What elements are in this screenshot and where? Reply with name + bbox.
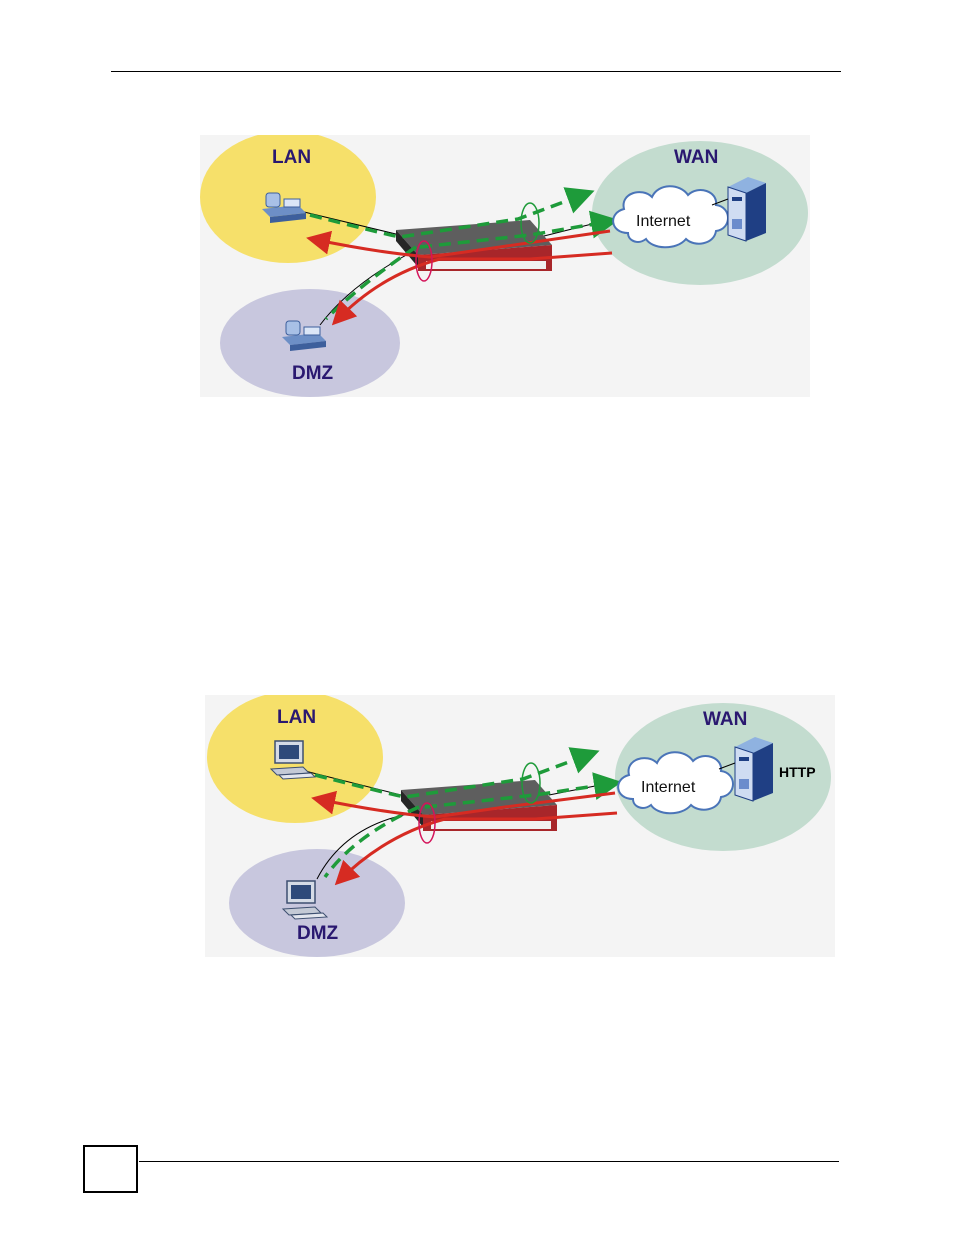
figure-http-network-diagram: LAN WAN DMZ HTTP [205,695,835,957]
http-label: HTTP [779,764,816,780]
wan-label: WAN [674,147,718,168]
wan-server-icon [735,737,773,801]
dmz-label: DMZ [292,363,334,384]
header-rule [111,71,841,72]
internet-label: Internet [636,213,691,230]
lan-label: LAN [272,147,311,168]
dmz-label: DMZ [297,923,339,944]
internet-label: Internet [641,779,696,796]
page-number-box [83,1145,138,1193]
wan-server-icon [728,177,766,241]
wan-label: WAN [703,709,747,730]
lan-label: LAN [277,707,316,728]
figure-voip-network-diagram: LAN WAN DMZ [200,135,810,397]
footer-rule [139,1161,839,1162]
